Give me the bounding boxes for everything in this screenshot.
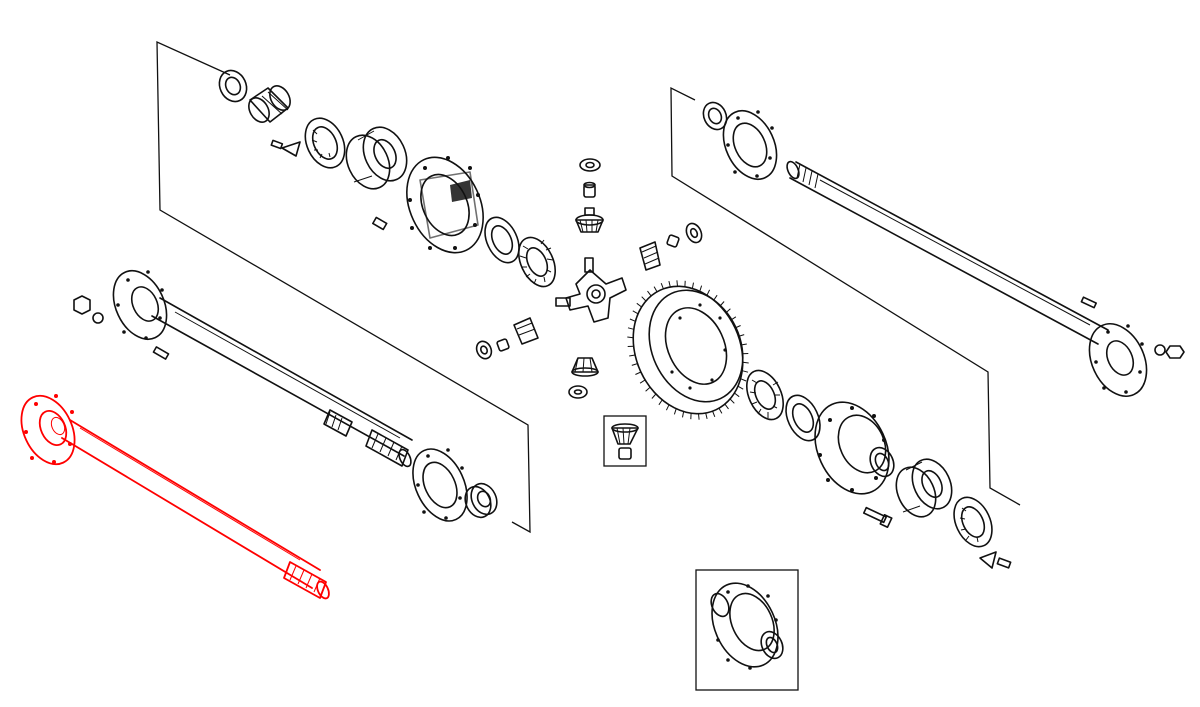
right-axle-retainer-plate[interactable] [713,102,787,188]
ring-gear-tooth [660,283,664,289]
ring-gear-tooth [653,286,658,293]
left-axle-nut-washer[interactable] [73,295,104,324]
ring-gear-tooth [658,399,663,406]
right-assembly-frame [670,86,1021,506]
ring-gear-tooth [676,280,678,287]
spider-washer-bottom[interactable] [568,385,588,399]
ring-gear-tooth [740,378,747,382]
right-wheel-stud[interactable] [1080,296,1097,309]
ring-gear-tooth [629,354,636,357]
pinion-gear-right[interactable] [639,241,661,271]
right-oil-seal[interactable] [699,99,731,134]
ring-gear-tooth [645,386,651,392]
ring-gear-tooth [705,412,708,420]
left-adjuster-ring[interactable] [298,112,353,174]
right-side-gear[interactable] [740,365,791,426]
ring-gear-tooth [699,285,703,292]
ring-gear-tooth [647,290,652,297]
ring-gear-tooth [665,404,670,411]
ring-gear-tooth [742,370,749,373]
right-tapered-roller-bearing[interactable] [889,453,960,523]
ring-gear-tooth [734,392,740,398]
ring-gear-tooth [734,325,741,329]
left-assembly-frame [156,40,531,534]
ring-gear[interactable] [613,268,763,432]
spider-pin-right[interactable] [666,234,680,248]
pinion-gear-top[interactable] [575,207,604,233]
ring-gear-tooth [651,393,657,399]
ring-gear-tooth [682,411,685,418]
ring-gear-tooth [668,280,671,288]
ring-gear-tooth [639,379,646,384]
ring-gear-tooth [631,363,638,366]
left-side-gear[interactable] [512,232,563,293]
pinion-detail-box[interactable] [603,415,647,467]
ring-gear-tooth [713,294,718,301]
ring-gear-tooth [691,282,694,289]
ring-gear-tooth [706,289,711,296]
left-thrust-washer[interactable] [478,212,525,268]
ring-gear-tooth [729,398,735,404]
ring-gear-tooth [641,296,647,302]
left-axle-bearing[interactable] [460,479,501,521]
spider-pin-left[interactable] [496,338,510,352]
ring-gear-tooth [636,302,642,308]
pinion-gear-left[interactable] [513,317,539,345]
ring-gear-tooth [698,413,700,420]
spider-pin-top[interactable] [583,181,596,198]
ring-gear-tooth [673,408,677,415]
ring-gear-tooth [718,407,723,414]
inset-assembled-case-box[interactable] [695,569,799,691]
ring-gear-tooth [725,308,731,314]
left-bearing-sleeve[interactable] [245,82,295,126]
ring-gear-tooth [724,403,729,410]
left-lock-plate-and-bolt[interactable] [270,139,301,157]
highlighted-axle-shaft-red[interactable] [11,387,331,600]
spider-washer-right[interactable] [683,221,704,245]
ring-gear-tooth [629,318,636,322]
right-adjuster-ring[interactable] [947,491,1000,552]
case-bolt[interactable] [862,506,893,529]
right-thrust-washer[interactable] [779,390,826,446]
small-screw-left[interactable] [372,216,388,231]
left-tapered-roller-bearing[interactable] [338,120,415,196]
pinion-gear-bottom[interactable] [571,357,599,377]
right-axle-shaft[interactable] [785,160,1158,406]
right-axle-nut-washer[interactable] [1154,344,1185,359]
ring-gear-teeth [627,280,749,420]
ring-gear-tooth [742,361,749,364]
ring-gear-tooth [712,411,716,417]
right-differential-case-half[interactable] [801,390,903,506]
right-lock-plate-and-bolt[interactable] [979,551,1012,569]
ring-gear-tooth [627,327,634,330]
spider-washer-top[interactable] [579,158,601,172]
left-oil-seal[interactable] [214,66,251,106]
left-axle-retainer-plate[interactable] [402,440,478,529]
ring-gear-tooth [737,385,744,390]
ring-gear-tooth [730,316,737,321]
ring-gear-tooth [740,343,747,346]
spider-washer-left[interactable] [474,339,494,361]
left-axle-shaft[interactable] [103,262,413,468]
ring-gear-tooth [635,371,642,375]
ring-gear-tooth [632,310,639,315]
ring-gear-tooth [738,334,745,337]
ring-gear-tooth [627,336,634,339]
differential-spider-cross[interactable] [555,257,627,323]
left-differential-case-half[interactable] [392,145,498,265]
left-wheel-stud[interactable] [152,346,170,360]
ring-gear-tooth [719,301,725,307]
